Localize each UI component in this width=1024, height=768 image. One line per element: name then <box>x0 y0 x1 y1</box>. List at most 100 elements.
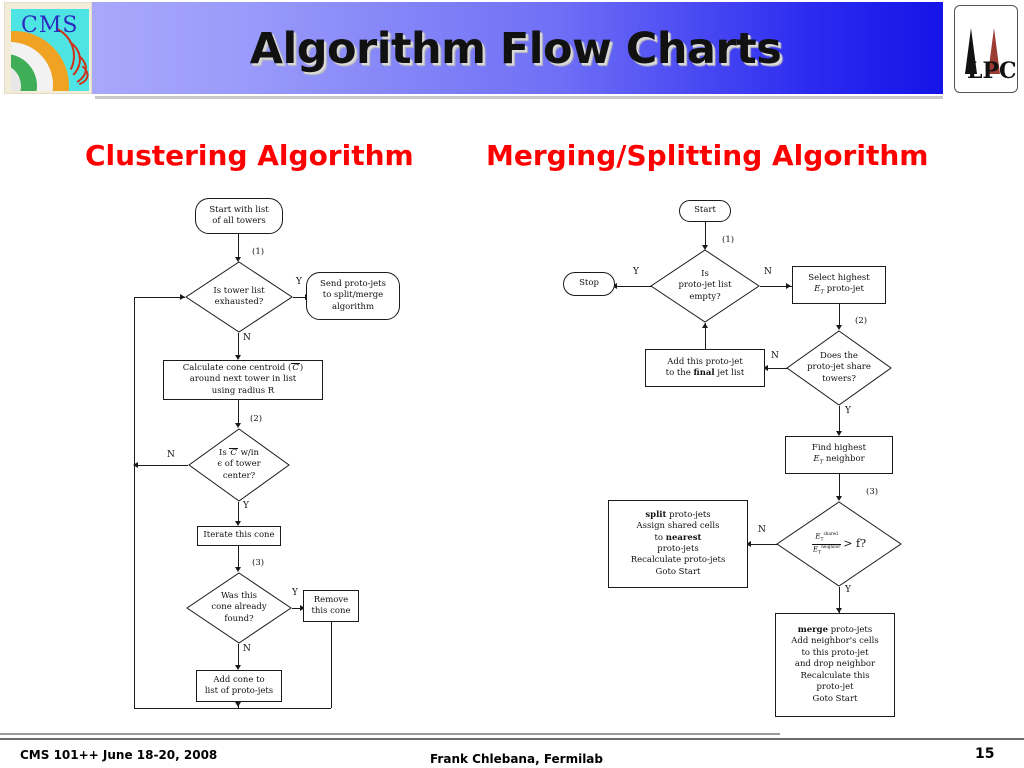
edge-remove-down <box>331 622 332 708</box>
arrow-d3-to-split <box>746 541 751 547</box>
arrow-iterate-to-d3 <box>235 567 241 572</box>
select-line-2: ET proto-jet <box>814 284 864 296</box>
edge-d2-to-final <box>766 368 788 369</box>
edge-d3-to-remove <box>292 608 306 609</box>
arrow-select-to-d2 <box>836 325 842 330</box>
final-line-2: to the final jet list <box>665 368 745 378</box>
diamond-shape-icon <box>186 572 292 644</box>
edge-neighbor-to-d3 <box>839 474 840 499</box>
decision-label: Is proto-jet list empty? <box>678 268 732 302</box>
edge-d2-no-to-rail <box>137 465 188 466</box>
step-number-2-left: (2) <box>250 414 263 424</box>
d2-line-1: Is C w/in <box>219 447 259 458</box>
edge-label-r-d1-no: N <box>764 267 772 277</box>
edge-d1-to-send <box>293 297 311 298</box>
footer-rule <box>0 738 1024 740</box>
ratio-expression: ETshared ETneighbor > f? <box>812 531 866 556</box>
edge-left-rail <box>134 297 135 708</box>
cms-detector-graphic: CMS <box>11 9 89 91</box>
split-line-3: proto-jets <box>657 544 699 554</box>
select-line-1: Select highest <box>808 272 870 283</box>
merge-line-5: proto-jet <box>816 682 854 693</box>
lpc-logo: LPC <box>954 5 1018 93</box>
node-find-highest-et-neighbor: Find highest ET neighbor <box>785 436 893 474</box>
footer-course-date: CMS 101++ June 18-20, 2008 <box>20 748 218 762</box>
edge-start-to-d1 <box>238 234 239 259</box>
diamond-shape-icon <box>650 249 760 323</box>
footer-rule-top <box>0 733 780 735</box>
merge-line-1: Add neighbor's cells <box>791 636 879 647</box>
centroid-line-3: using radius R <box>211 385 275 396</box>
footer-author: Frank Chlebana, Fermilab <box>430 752 603 766</box>
node-iterate-this-cone: Iterate this cone <box>197 526 281 546</box>
heading-clustering-algorithm: Clustering Algorithm <box>85 139 414 172</box>
ratio-relation: > f? <box>843 536 866 550</box>
arrow-rail-to-d1 <box>180 294 185 300</box>
final-line-1: Add this proto-jet <box>667 356 743 367</box>
centroid-line-2: around next tower in list <box>189 374 297 385</box>
arrow-d1-to-centroid <box>235 355 241 360</box>
edge-label-r-d3-no: N <box>758 525 766 535</box>
slide-header: Algorithm Flow Charts CMS LPC <box>0 0 1024 100</box>
diamond-shape-icon <box>185 261 293 333</box>
edge-centroid-to-d2 <box>238 400 239 426</box>
edge-label-r-d2-yes: Y <box>845 406 851 416</box>
arrow-centroid-to-d2 <box>235 423 241 428</box>
fraction-denominator: ETneighbor <box>813 543 841 556</box>
merge-line-6: Goto Start <box>812 693 858 704</box>
edge-d2-to-neighbor <box>839 406 840 434</box>
banner-underline <box>95 96 943 99</box>
arrow-addcone-down <box>235 702 241 707</box>
split-line-5: Goto Start <box>655 566 701 577</box>
step-number-3-right: (3) <box>866 487 879 497</box>
edge-d3-to-addcone <box>238 644 239 668</box>
node-add-cone-to-list: Add cone to list of proto-jets <box>196 670 282 702</box>
arrow-d2-to-final <box>763 365 768 371</box>
edge-label-d3-yes: Y <box>292 588 298 598</box>
cms-arc-inner <box>11 64 21 91</box>
edge-rail-to-d1 <box>134 297 185 298</box>
lpc-tower-red-icon <box>988 28 1000 74</box>
edge-d1-to-stop <box>614 286 652 287</box>
flowcharts-area: Start with list of all towers Is tower l… <box>0 185 1024 725</box>
decision-was-cone-already-found: Was this cone already found? <box>186 572 292 644</box>
decision-label: Is C w/in ϵ of tower center? <box>188 428 290 502</box>
edge-final-back-to-d1 <box>705 323 706 349</box>
edge-start-to-d1-right <box>705 222 706 248</box>
decision-is-proto-jet-list-empty: Is proto-jet list empty? <box>650 249 760 323</box>
cms-logo-text: CMS <box>21 13 79 38</box>
edge-label-d1-no: N <box>243 333 251 343</box>
split-line-4: Recalculate proto-jets <box>630 555 726 566</box>
edge-d1-to-select <box>760 286 792 287</box>
node-select-highest-et: Select highest ET proto-jet <box>792 266 886 304</box>
title-banner <box>88 2 943 94</box>
node-add-to-final-jet-list: Add this proto-jet to the final jet list <box>645 349 765 387</box>
decision-is-centroid-within-epsilon: Is C w/in ϵ of tower center? <box>188 428 290 502</box>
edge-label-r-d1-yes: Y <box>633 267 639 277</box>
edge-select-to-d2 <box>839 304 840 328</box>
decision-label: Does the proto-jet share towers? <box>807 350 871 384</box>
split-line-1: Assign shared cells <box>636 521 720 532</box>
decision-label: ETshared ETneighbor > f? <box>776 501 902 587</box>
arrow-d3-to-merge <box>836 608 842 613</box>
d2-line-3: center? <box>222 470 256 481</box>
d2-line-2: ϵ of tower <box>217 459 261 470</box>
edge-label-d3-no: N <box>243 644 251 654</box>
node-remove-this-cone: Remove this cone <box>303 590 359 622</box>
page-title: Algorithm Flow Charts <box>249 24 782 74</box>
arrow-start-to-d1-right <box>702 245 708 250</box>
split-title: split proto-jets <box>645 509 711 520</box>
merge-line-4: Recalculate this <box>800 670 870 681</box>
split-line-2: to nearest <box>654 532 702 543</box>
neighbor-line-2: ET neighbor <box>813 454 865 466</box>
merge-title: merge proto-jets <box>797 624 873 635</box>
arrow-d2-to-iterate <box>235 521 241 526</box>
edge-bottom-rail <box>134 708 331 709</box>
neighbor-line-1: Find highest <box>811 442 867 453</box>
node-merge-proto-jets: merge proto-jets Add neighbor's cells to… <box>775 613 895 717</box>
edge-label-d2-no: N <box>167 450 175 460</box>
diamond-shape-icon <box>188 428 290 502</box>
node-send-proto-jets: Send proto-jets to split/merge algorithm <box>306 272 400 320</box>
step-number-3-left: (3) <box>252 558 265 568</box>
step-number-2-right: (2) <box>855 316 868 326</box>
